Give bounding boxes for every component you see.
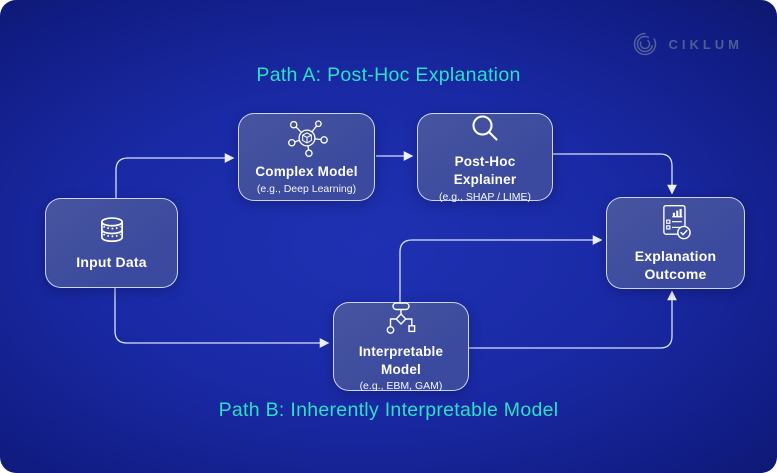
node-label: Input Data [76, 253, 147, 270]
node-label: Explanation Outcome [634, 247, 717, 282]
connector-interpretable-to-outcome-left [399, 235, 603, 302]
connector-input-to-interpretable [114, 288, 330, 348]
connector-posthoc-to-outcome [553, 153, 677, 195]
node-input-data: Input Data [45, 198, 178, 288]
ciklum-logo: CIKLUM [631, 30, 743, 58]
path-a-title: Path A: Post-Hoc Explanation [256, 64, 521, 86]
node-sublabel: (e.g., Deep Learning) [256, 182, 357, 195]
node-label: Post-Hoc Explainer [453, 154, 517, 187]
ciklum-arcs-icon [631, 30, 659, 58]
database-icon [96, 215, 128, 247]
connector-input-to-complex [115, 153, 235, 198]
ciklum-logo-text: CIKLUM [668, 36, 743, 52]
connector-interpretable-to-outcome-bottom [467, 290, 677, 349]
node-sublabel: (e.g., EBM, GAM) [359, 380, 443, 393]
node-complex-model: Complex Model (e.g., Deep Learning) [238, 113, 375, 201]
node-interpretable-model: Interpretable Model (e.g., EBM, GAM) [333, 301, 469, 393]
node-posthoc-explainer: Post-Hoc Explainer (e.g., SHAP / LIME) [417, 111, 553, 203]
neural-network-icon [286, 119, 328, 158]
node-label: Interpretable Model [358, 343, 444, 377]
node-sublabel: (e.g., SHAP / LIME) [438, 190, 531, 203]
node-explanation-outcome: Explanation Outcome [606, 197, 745, 289]
decision-tree-icon [380, 301, 422, 337]
node-label: Complex Model [255, 164, 358, 180]
report-check-icon [658, 203, 694, 241]
magnifier-icon [467, 111, 503, 147]
path-b-title: Path B: Inherently Interpretable Model [218, 399, 559, 421]
